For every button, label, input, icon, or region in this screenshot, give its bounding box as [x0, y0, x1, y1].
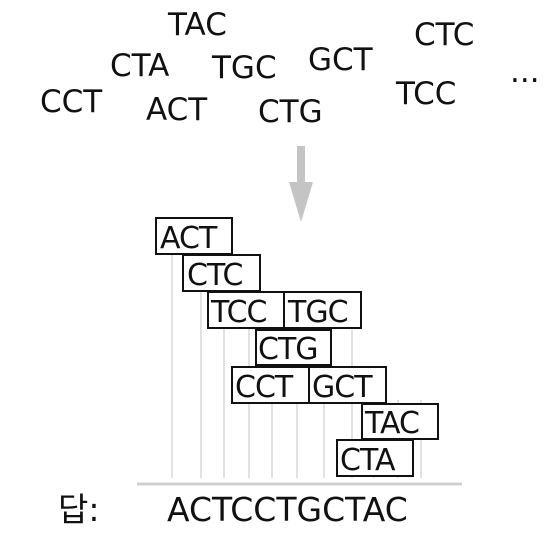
tile-label: TCC: [210, 295, 267, 330]
fragment: TAC: [167, 7, 227, 43]
tile-label: CTA: [340, 443, 396, 478]
fragment: CTA: [110, 48, 169, 84]
tile-ctc: CTC: [182, 254, 261, 293]
tile-ctg: CTG: [255, 329, 332, 367]
tile-label: TGC: [287, 295, 348, 330]
tile-cta: CTA: [336, 439, 414, 478]
tile-tgc: TGC: [283, 291, 362, 330]
fragment: CCT: [40, 84, 103, 120]
tile-label: CTG: [258, 332, 318, 367]
fragment-ellipsis: ...: [510, 54, 540, 90]
tile-label: GCT: [312, 370, 373, 405]
fragment: CTG: [258, 94, 323, 130]
tile-gct: GCT: [308, 366, 387, 405]
down-arrow-icon: [289, 146, 313, 222]
fragment: TCC: [395, 76, 456, 112]
answer-label: 답:: [58, 490, 99, 529]
fragment: CTC: [414, 17, 474, 53]
tile-label: TAC: [364, 406, 419, 441]
tile-label: CTC: [187, 258, 243, 293]
tile-label: ACT: [160, 221, 218, 256]
alignment-tiles: ACT CTC TCC TGC CTG CCT: [155, 217, 439, 478]
tile-tcc: TCC: [207, 291, 285, 330]
tile-label: CCT: [235, 370, 294, 405]
fragment-cloud: TAC CTA TGC GCT CTC CCT ACT CTG TCC ...: [40, 7, 540, 130]
answer-sequence: ACTCCTGCTAC: [167, 490, 408, 529]
fragment: GCT: [308, 42, 374, 78]
fragment: TGC: [211, 50, 277, 86]
tile-tac: TAC: [361, 403, 439, 441]
tile-act: ACT: [155, 217, 233, 256]
tile-cct: CCT: [231, 366, 310, 405]
fragment: ACT: [146, 92, 208, 128]
